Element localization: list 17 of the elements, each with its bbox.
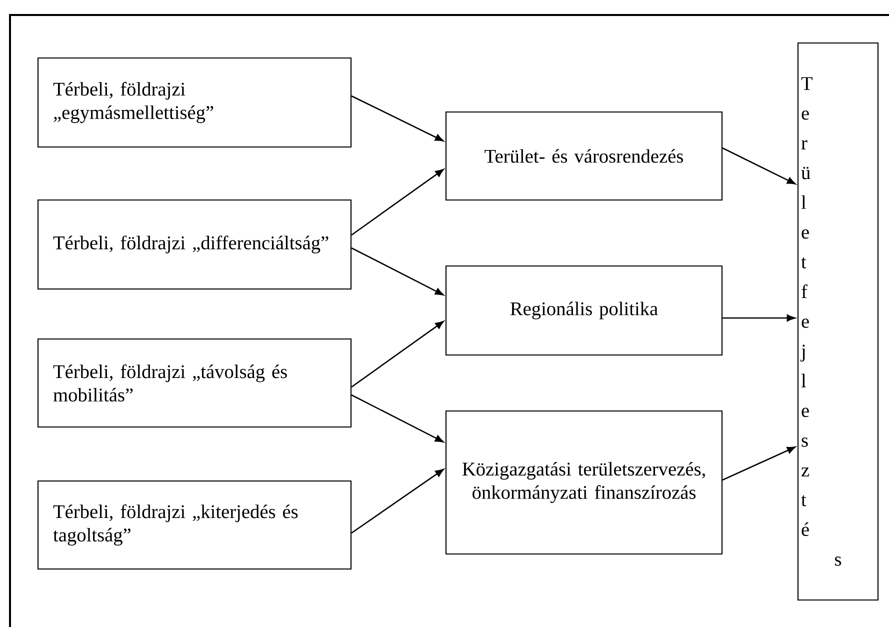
arrow xyxy=(351,247,444,296)
text-box: Térbeli, földrajzi „differenciáltság” xyxy=(37,199,352,290)
text-box: Térbeli, földrajzi „távolság és mobilitás” xyxy=(37,338,352,428)
arrow xyxy=(351,95,444,142)
arrow xyxy=(351,168,444,236)
text-box: Térbeli, földrajzi „kiterjedés és tagoltság” xyxy=(37,480,352,570)
text-box: Regionális politika xyxy=(445,265,723,356)
arrow xyxy=(722,147,796,184)
arrow xyxy=(351,468,444,534)
arrow xyxy=(351,320,444,388)
vertical-text-box: Területfejlesztés xyxy=(797,42,879,601)
text-box: Közigazgatási területszervezés, önkormányzati finanszírozás xyxy=(445,410,723,555)
text-box: Terület- és városrendezés xyxy=(445,111,723,201)
arrow xyxy=(351,394,444,442)
arrow xyxy=(722,314,796,322)
text-box: Térbeli, földrajzi „egymásmellettiség” xyxy=(37,57,352,148)
arrow xyxy=(722,446,796,481)
